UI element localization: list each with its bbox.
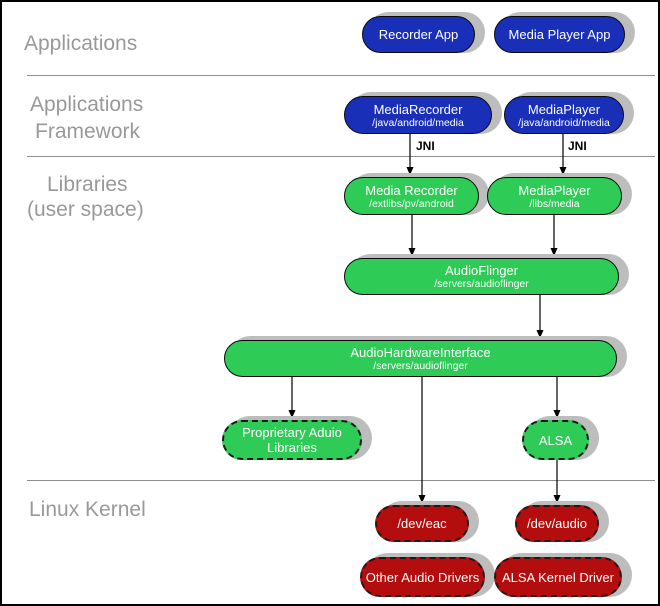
node-audio-hardware-interface: AudioHardwareInterface /servers/audiofli…: [224, 340, 617, 377]
node-media-player-app: Media Player App: [494, 16, 625, 53]
node-title: AudioFlinger: [445, 263, 518, 278]
jni-label-left: JNI: [416, 139, 435, 153]
node-title: AudioHardwareInterface: [350, 345, 491, 360]
node-proprietary-audio-libraries: Proprietary Aduio Libraries: [222, 420, 362, 460]
node-alsa: ALSA: [522, 420, 589, 460]
node-subtitle: /java/android/media: [518, 116, 610, 129]
layer-label-framework-line2: Framework: [35, 120, 141, 143]
node-other-audio-drivers: Other Audio Drivers: [360, 557, 485, 597]
node-title: Recorder App: [378, 27, 459, 42]
node-title: /dev/eac: [397, 516, 447, 531]
node-audioflinger: AudioFlinger /servers/audioflinger: [344, 258, 619, 295]
node-recorder-app: Recorder App: [362, 16, 475, 53]
layer-label-linux-kernel: Linux Kernel: [29, 498, 146, 521]
node-mediarecorder-java: MediaRecorder /java/android/media: [344, 96, 492, 134]
node-title: Proprietary Aduio: [242, 425, 342, 440]
node-mediaplayer-native: MediaPlayer /libs/media: [487, 177, 622, 215]
node-mediaplayer-java: MediaPlayer /java/android/media: [504, 96, 624, 134]
node-title: MediaRecorder: [373, 101, 463, 117]
layer-label-libraries-line1: Libraries: [47, 173, 128, 196]
separator-libraries-kernel: [27, 480, 655, 481]
jni-label-right: JNI: [568, 139, 587, 153]
separator-applications-framework: [27, 75, 655, 76]
node-dev-eac: /dev/eac: [375, 505, 469, 542]
node-subtitle: /servers/audioflinger: [434, 278, 529, 290]
node-subtitle: /servers/audioflinger: [373, 360, 468, 372]
node-title: Media Recorder: [365, 182, 458, 198]
layer-label-libraries-line2: (user space): [27, 198, 144, 221]
node-dev-audio: /dev/audio: [515, 505, 599, 542]
separator-framework-libraries: [27, 156, 655, 157]
node-alsa-kernel-driver: ALSA Kernel Driver: [494, 557, 622, 597]
node-subtitle: /libs/media: [529, 197, 580, 210]
layer-label-applications: Applications: [24, 32, 138, 55]
node-title-line2: Libraries: [267, 440, 317, 455]
node-subtitle: /extlibs/pv/android: [369, 197, 454, 210]
node-media-recorder-native: Media Recorder /extlibs/pv/android: [344, 177, 479, 215]
layer-label-framework-line1: Applications: [30, 93, 144, 116]
node-subtitle: /java/android/media: [372, 116, 464, 129]
node-title: /dev/audio: [527, 516, 587, 531]
node-title: MediaPlayer: [518, 182, 591, 198]
node-title: Other Audio Drivers: [365, 569, 480, 585]
node-title: Media Player App: [508, 27, 611, 42]
node-title: ALSA: [538, 432, 573, 448]
node-title: MediaPlayer: [527, 101, 601, 117]
node-title: ALSA Kernel Driver: [502, 569, 614, 585]
